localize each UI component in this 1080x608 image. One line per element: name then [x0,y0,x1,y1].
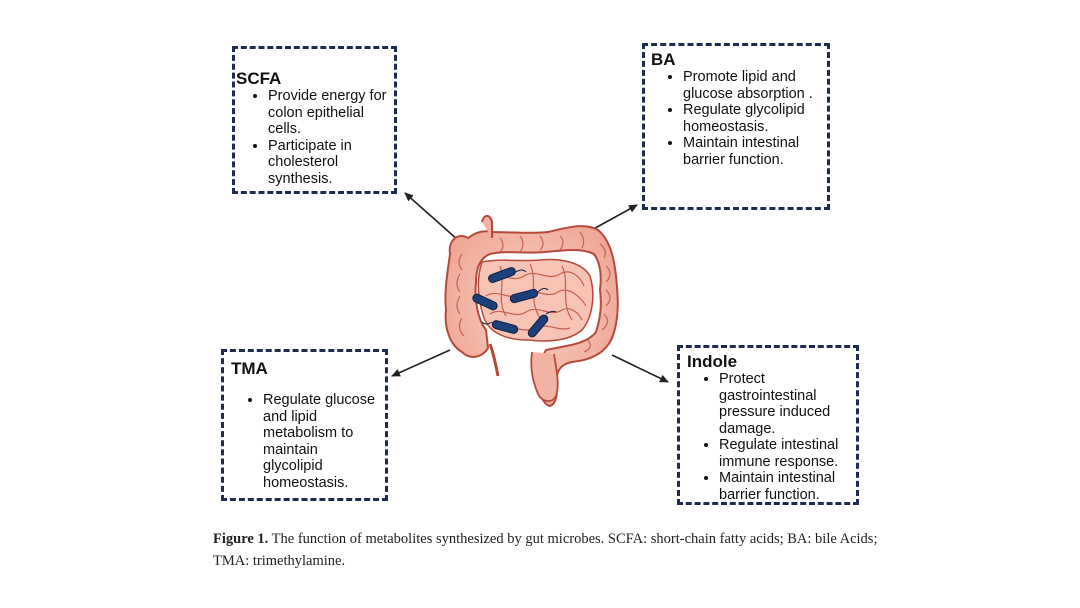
ba-box: BA Promote lipid and glucose absorption … [642,43,830,210]
arrow-to-scfa [404,192,459,241]
arrow-to-indole [611,354,669,383]
ba-item: Promote lipid and glucose absorption . [683,69,823,102]
indole-item: Maintain intestinal barrier function. [719,470,852,503]
scfa-item: Provide energy for colon epithelial cell… [268,88,390,138]
caption-text: The function of metabolites synthesized … [213,531,878,569]
scfa-item: Participate in cholesterol synthesis. [268,138,390,188]
tma-box: TMA Regulate glucose and lipid metabolis… [221,349,388,501]
tma-title: TMA [231,359,268,378]
caption-label: Figure 1. [213,531,269,547]
bacterium-4 [491,320,519,334]
tma-item: Regulate glucose and lipid metabolism to… [263,392,381,491]
indole-list: Protect gastrointestinal pressure induce… [687,371,852,503]
bacteria-group [472,267,557,338]
bacterium-3 [509,288,539,304]
intestine-illustration [444,215,619,408]
arrow-to-tma [391,349,451,377]
ba-title: BA [651,50,676,69]
bacterium-5 [527,314,549,338]
bacterium-2 [472,293,498,311]
tma-list: Regulate glucose and lipid metabolism to… [231,392,381,491]
ba-item: Maintain intestinal barrier function. [683,135,823,168]
figure-caption: Figure 1. The function of metabolites sy… [213,528,913,572]
bacterium-1 [488,267,516,283]
arrow-to-ba [587,204,638,233]
scfa-list: Provide energy for colon epithelial cell… [236,88,390,187]
scfa-box: SCFA Provide energy for colon epithelial… [232,46,397,194]
ba-item: Regulate glycolipid homeostasis. [683,102,823,135]
indole-item: Regulate intestinal immune response. [719,437,852,470]
ba-list: Promote lipid and glucose absorption . R… [651,69,823,168]
indole-item: Protect gastrointestinal pressure induce… [719,371,852,437]
indole-title: Indole [687,352,738,371]
indole-box: Indole Protect gastrointestinal pressure… [677,345,859,505]
scfa-title: SCFA [236,69,282,88]
